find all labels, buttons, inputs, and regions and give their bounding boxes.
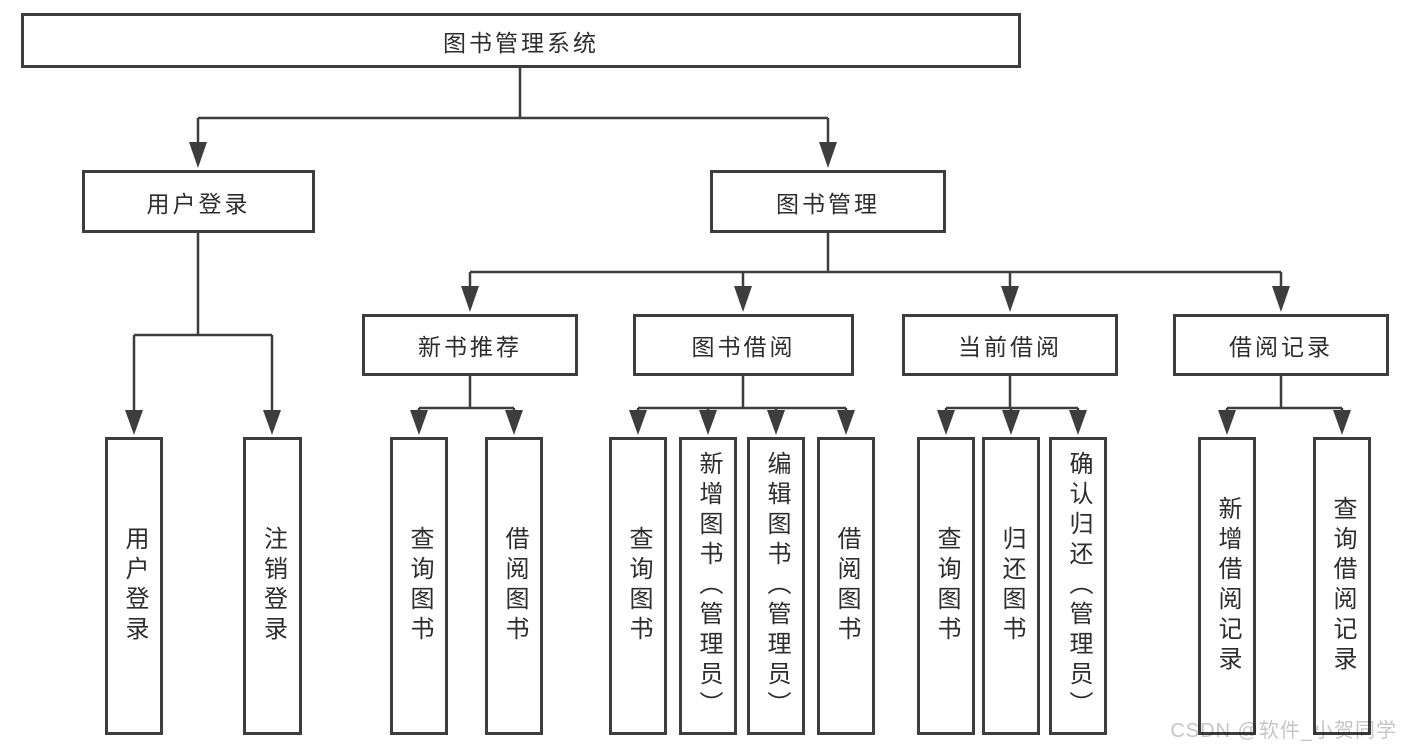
- leaf-logout-label: 注销登录: [259, 526, 287, 646]
- arrowheads-level2: [189, 142, 837, 168]
- leaf-add-books-admin-label: 新增图书（管理员）: [695, 451, 722, 721]
- node-new-book-recommendation: 新书推荐: [362, 314, 578, 376]
- leaf-logout: 注销登录: [243, 437, 302, 735]
- connector-currentborrow-to-leaves: [944, 376, 1080, 411]
- leaf-borrow-query-books: 查询图书: [609, 437, 667, 735]
- leaf-borrow-books-label: 借阅图书: [833, 526, 860, 646]
- leaf-newbook-query-books-label: 查询图书: [406, 526, 433, 646]
- arrowheads-leaf-row: [410, 410, 1351, 435]
- leaf-edit-books-admin-label: 编辑图书（管理员）: [763, 451, 790, 721]
- leaf-newbook-borrow-books: 借阅图书: [485, 437, 543, 735]
- connector-borrowrecords-to-leaves: [1225, 376, 1344, 411]
- leaf-confirm-return-admin: 确认归还（管理员）: [1049, 437, 1107, 735]
- arrowheads-userlogin-leaves: [125, 410, 281, 435]
- connector-root-to-level2: [196, 68, 830, 144]
- leaf-add-books-admin: 新增图书（管理员）: [679, 437, 737, 735]
- leaf-user-login-label: 用户登录: [121, 526, 148, 646]
- leaf-user-login: 用户登录: [105, 437, 163, 735]
- leaf-add-borrow-record: 新增借阅记录: [1198, 437, 1256, 735]
- connector-userlogin-to-leaves: [132, 233, 274, 411]
- leaf-borrow-books: 借阅图书: [817, 437, 875, 735]
- leaf-add-borrow-record-label: 新增借阅记录: [1214, 496, 1241, 676]
- leaf-edit-books-admin: 编辑图书（管理员）: [747, 437, 805, 735]
- leaf-return-books: 归还图书: [982, 437, 1040, 735]
- leaf-newbook-query-books: 查询图书: [390, 437, 448, 735]
- node-current-borrowing: 当前借阅: [902, 314, 1118, 376]
- connector-newbook-to-leaves: [417, 376, 516, 411]
- connector-bookborrow-to-leaves: [636, 376, 848, 411]
- leaf-current-query-books: 查询图书: [917, 437, 975, 735]
- node-book-management-branch: 图书管理: [710, 170, 946, 233]
- node-root-library-management-system: 图书管理系统: [21, 13, 1021, 68]
- node-user-login-branch: 用户登录: [82, 170, 315, 233]
- leaf-newbook-borrow-books-label: 借阅图书: [501, 526, 528, 646]
- node-borrowing-records: 借阅记录: [1173, 314, 1389, 376]
- leaf-query-borrow-record: 查询借阅记录: [1313, 437, 1371, 735]
- arrowheads-level3: [461, 286, 1290, 312]
- connector-bookmgmt-to-level3: [468, 233, 1283, 288]
- leaf-borrow-query-books-label: 查询图书: [625, 526, 652, 646]
- leaf-return-books-label: 归还图书: [998, 526, 1025, 646]
- node-book-borrowing: 图书借阅: [633, 314, 854, 376]
- leaf-confirm-return-admin-label: 确认归还（管理员）: [1065, 451, 1092, 721]
- leaf-query-borrow-record-label: 查询借阅记录: [1329, 496, 1356, 676]
- leaf-current-query-books-label: 查询图书: [933, 526, 960, 646]
